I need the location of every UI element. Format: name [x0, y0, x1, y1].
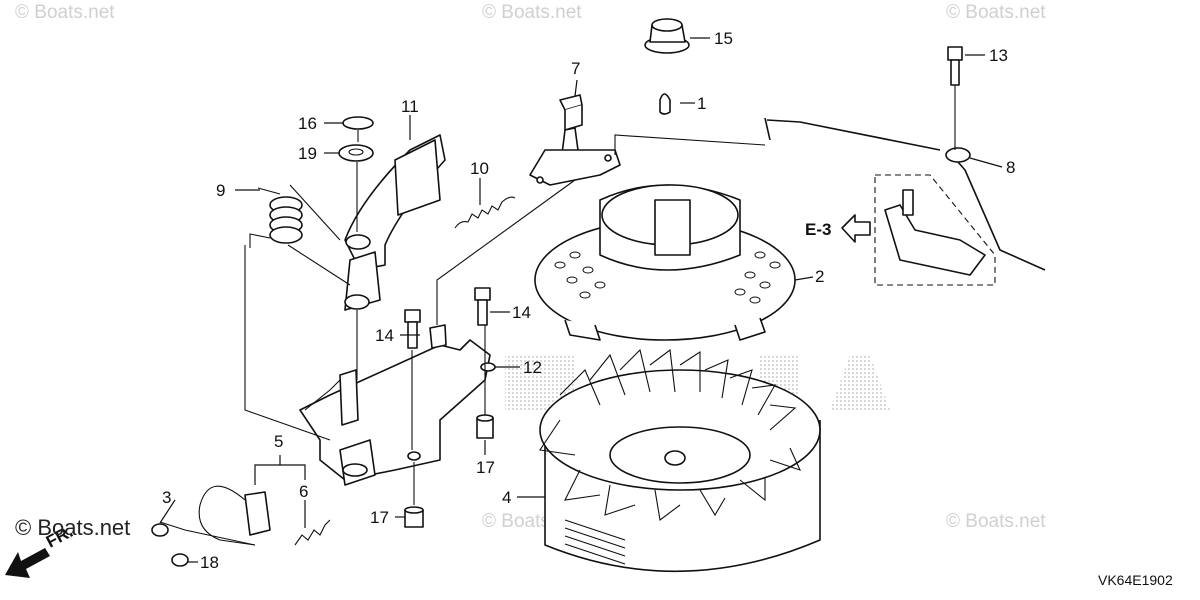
reference-label: E-3 [805, 220, 831, 239]
callout-2: 2 [815, 267, 824, 286]
flange-nut-15 [644, 18, 690, 54]
callout-17-upper: 17 [476, 458, 495, 477]
detail-box [874, 174, 996, 286]
callout-9: 9 [216, 181, 225, 200]
watermark-bottom-right: © Boats.net [946, 511, 1046, 532]
spring-10 [454, 196, 516, 229]
brake-arm [344, 134, 446, 311]
watermark-top-left: © Boats.net [15, 2, 115, 23]
clip-16 [342, 116, 374, 130]
collar-17-upper [476, 414, 494, 439]
torsion-spring-9 [249, 187, 303, 248]
stop-switch-5 [151, 485, 271, 546]
watermark-top-right: © Boats.net [946, 2, 1046, 23]
callout-1: 1 [697, 94, 706, 113]
callout-12: 12 [523, 358, 542, 377]
screw-18 [171, 553, 189, 567]
brake-base-plate [299, 324, 496, 486]
callout-15: 15 [714, 29, 733, 48]
washer-19 [338, 144, 374, 162]
flywheel [539, 348, 821, 573]
callout-7: 7 [571, 59, 580, 78]
callout-labels: 1 2 3 4 5 6 7 8 9 10 11 12 13 14 14 15 1… [162, 29, 1015, 572]
callout-19: 19 [298, 144, 317, 163]
callout-16: 16 [298, 114, 317, 133]
figure-code: VK64E1902 [1098, 572, 1173, 588]
callout-4: 4 [502, 488, 511, 507]
collar-17-lower [404, 506, 424, 528]
callout-8: 8 [1006, 158, 1015, 177]
brake-rod-8 [764, 117, 1046, 271]
callout-14-left: 14 [375, 326, 394, 345]
key-1 [659, 93, 671, 115]
watermark-top-center: © Boats.net [482, 2, 582, 23]
callout-6: 6 [299, 482, 308, 501]
brake-lever-7 [529, 94, 621, 186]
bolt-14-left [404, 309, 421, 349]
callout-3: 3 [162, 488, 171, 507]
callout-11: 11 [401, 97, 419, 116]
watermark-main: © Boats.net [15, 515, 130, 540]
callout-17-lower: 17 [370, 508, 389, 527]
bolt-14-right [474, 287, 491, 326]
leader-lines [159, 37, 1003, 563]
starter-pulley [534, 184, 796, 341]
spring-6 [294, 519, 331, 546]
callout-18: 18 [200, 553, 219, 572]
reference-arrow [841, 214, 871, 243]
bolt-13 [947, 46, 963, 86]
callout-10: 10 [470, 159, 489, 178]
callout-5: 5 [274, 432, 283, 451]
callout-13: 13 [989, 46, 1008, 65]
callout-14-right: 14 [512, 303, 531, 322]
